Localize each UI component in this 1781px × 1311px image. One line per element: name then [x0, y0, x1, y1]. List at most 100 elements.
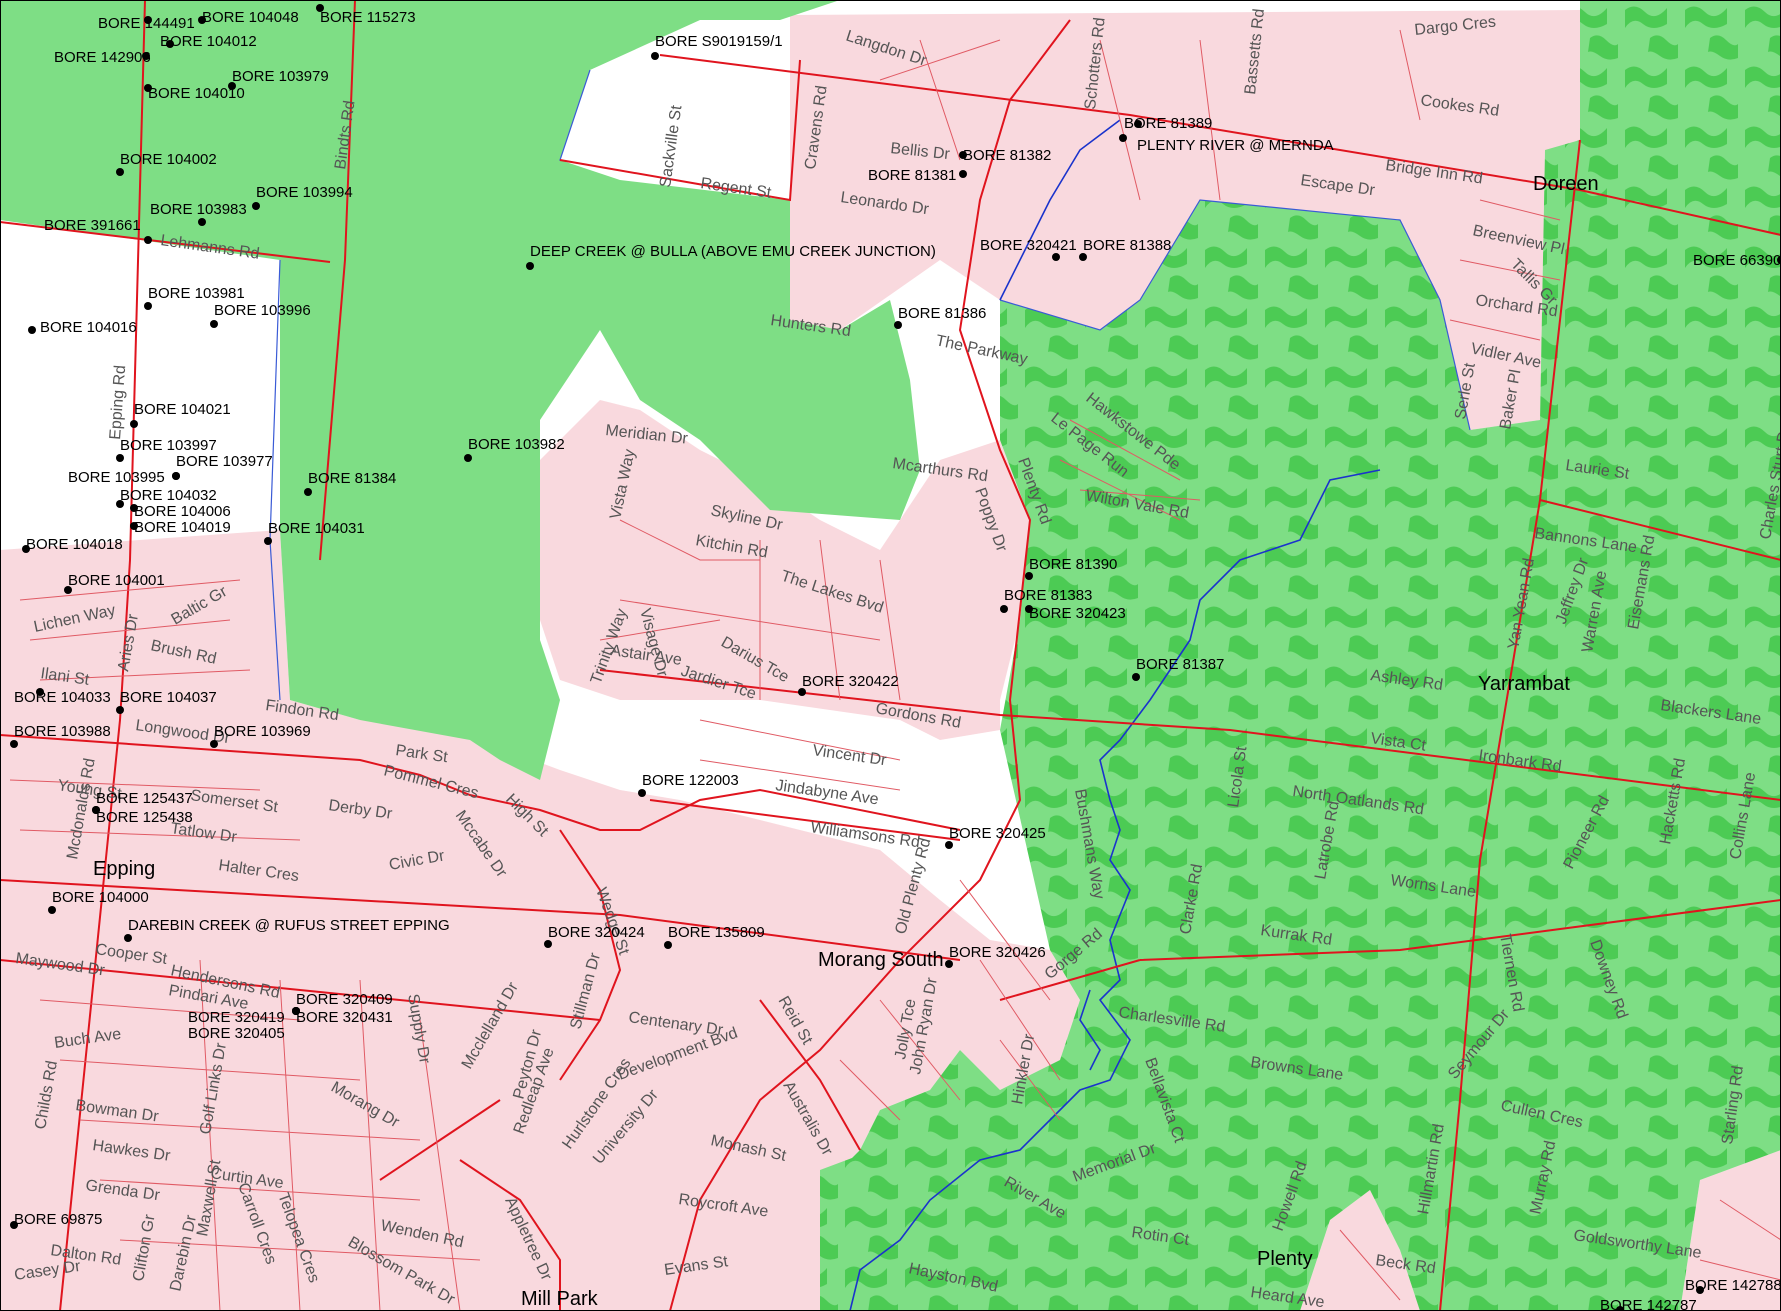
bore-marker[interactable] — [316, 4, 324, 12]
bore-marker[interactable] — [959, 170, 967, 178]
bore-marker[interactable] — [1079, 253, 1087, 261]
bore-marker[interactable] — [130, 522, 138, 530]
bore-marker[interactable] — [304, 488, 312, 496]
urban-epping — [0, 530, 1080, 1311]
bore-marker[interactable] — [166, 40, 174, 48]
bore-label: BORE 103994 — [256, 184, 353, 201]
bore-marker[interactable] — [210, 740, 218, 748]
bore-label: BORE 69875 — [14, 1211, 102, 1228]
bore-marker[interactable] — [798, 688, 806, 696]
bore-marker[interactable] — [48, 906, 56, 914]
bore-marker[interactable] — [252, 202, 260, 210]
road-williamsons — [649, 799, 961, 841]
bore-marker[interactable] — [959, 151, 967, 159]
bore-marker[interactable] — [228, 82, 236, 90]
bore-label: BORE 103977 — [176, 453, 273, 470]
bore-marker[interactable] — [264, 537, 272, 545]
bore-marker[interactable] — [1696, 1286, 1704, 1294]
bore-marker[interactable] — [144, 16, 152, 24]
bore-marker[interactable] — [1134, 120, 1142, 128]
road-lehmanns — [0, 221, 331, 263]
bore-marker[interactable] — [1616, 1306, 1624, 1311]
bore-marker[interactable] — [945, 960, 953, 968]
gauge-marker[interactable] — [1119, 134, 1127, 142]
bore-marker[interactable] — [144, 302, 152, 310]
bore-marker[interactable] — [945, 841, 953, 849]
bore-label: BORE 122003 — [642, 772, 739, 789]
creeks — [849, 119, 1381, 1311]
bore-marker[interactable] — [36, 688, 44, 696]
bore-marker[interactable] — [64, 586, 72, 594]
bore-label: BORE 103997 — [120, 437, 217, 454]
bore-marker[interactable] — [1025, 572, 1033, 580]
bore-marker[interactable] — [894, 321, 902, 329]
bore-label: BORE 142906 — [54, 49, 151, 66]
gauge-marker[interactable] — [526, 262, 534, 270]
bore-marker[interactable] — [1025, 605, 1033, 613]
bore-label: BORE 103979 — [232, 68, 329, 85]
urban-south-morang — [540, 400, 1030, 740]
bore-marker[interactable] — [1132, 673, 1140, 681]
road-label: Epping Rd — [107, 365, 129, 441]
bore-label: BORE 104001 — [68, 572, 165, 589]
bore-label: BORE 125437 — [96, 790, 193, 807]
bore-marker[interactable] — [116, 168, 124, 176]
bore-label: BORE 142788 — [1685, 1277, 1781, 1294]
bore-marker[interactable] — [144, 236, 152, 244]
bore-label: BORE 104010 — [148, 85, 245, 102]
bore-marker[interactable] — [28, 326, 36, 334]
bore-marker[interactable] — [142, 52, 150, 60]
gauge-label: DAREBIN CREEK @ RUFUS STREET EPPING — [128, 917, 450, 934]
bore-marker[interactable] — [464, 454, 472, 462]
bore-label: BORE 320431 — [296, 1009, 393, 1026]
bore-marker[interactable] — [210, 320, 218, 328]
bore-label: BORE 66390 — [1693, 252, 1781, 269]
town-label: Epping — [93, 858, 155, 880]
road-morang — [379, 1099, 501, 1181]
bore-label: BORE 103983 — [150, 201, 247, 218]
road-hendersons — [0, 959, 601, 1021]
bore-label: BORE 103988 — [14, 723, 111, 740]
bore-label: BORE 104031 — [268, 520, 365, 537]
bore-marker[interactable] — [172, 472, 180, 480]
bore-marker[interactable] — [92, 806, 100, 814]
gauge-marker[interactable] — [124, 934, 132, 942]
bore-label: BORE 81387 — [1136, 656, 1224, 673]
bore-marker[interactable] — [130, 420, 138, 428]
bore-marker[interactable] — [198, 16, 206, 24]
road-epping — [59, 0, 146, 1311]
bore-marker[interactable] — [198, 218, 206, 226]
bore-label: BORE 104006 — [134, 503, 231, 520]
bore-label: BORE 104018 — [26, 536, 123, 553]
bore-label: BORE 103996 — [214, 302, 311, 319]
bore-marker[interactable] — [116, 500, 124, 508]
bore-label: BORE 320409 — [296, 991, 393, 1008]
town-label: Yarrambat — [1478, 673, 1570, 695]
bore-label: BORE 81389 — [1124, 115, 1212, 132]
bore-label: BORE 320424 — [548, 924, 645, 941]
bore-marker[interactable] — [10, 740, 18, 748]
bore-marker[interactable] — [144, 84, 152, 92]
bore-marker[interactable] — [10, 1221, 18, 1229]
bore-marker[interactable] — [651, 52, 659, 60]
bore-marker[interactable] — [1000, 605, 1008, 613]
bore-marker[interactable] — [1052, 253, 1060, 261]
bore-marker[interactable] — [22, 545, 30, 553]
bore-marker[interactable] — [664, 941, 672, 949]
bore-marker[interactable] — [116, 706, 124, 714]
road-bindts — [319, 0, 356, 561]
bore-marker[interactable] — [292, 1007, 300, 1015]
bore-label: BORE 320423 — [1029, 605, 1126, 622]
town-label: Doreen — [1533, 173, 1599, 195]
bore-marker[interactable] — [638, 789, 646, 797]
green-east — [840, 0, 1781, 1311]
bore-label: BORE 104002 — [120, 151, 217, 168]
bore-marker[interactable] — [130, 504, 138, 512]
road-label: Ilani St — [39, 665, 90, 689]
bore-label: BORE 320419 — [188, 1009, 285, 1026]
bore-marker[interactable] — [544, 940, 552, 948]
bore-marker[interactable] — [116, 454, 124, 462]
